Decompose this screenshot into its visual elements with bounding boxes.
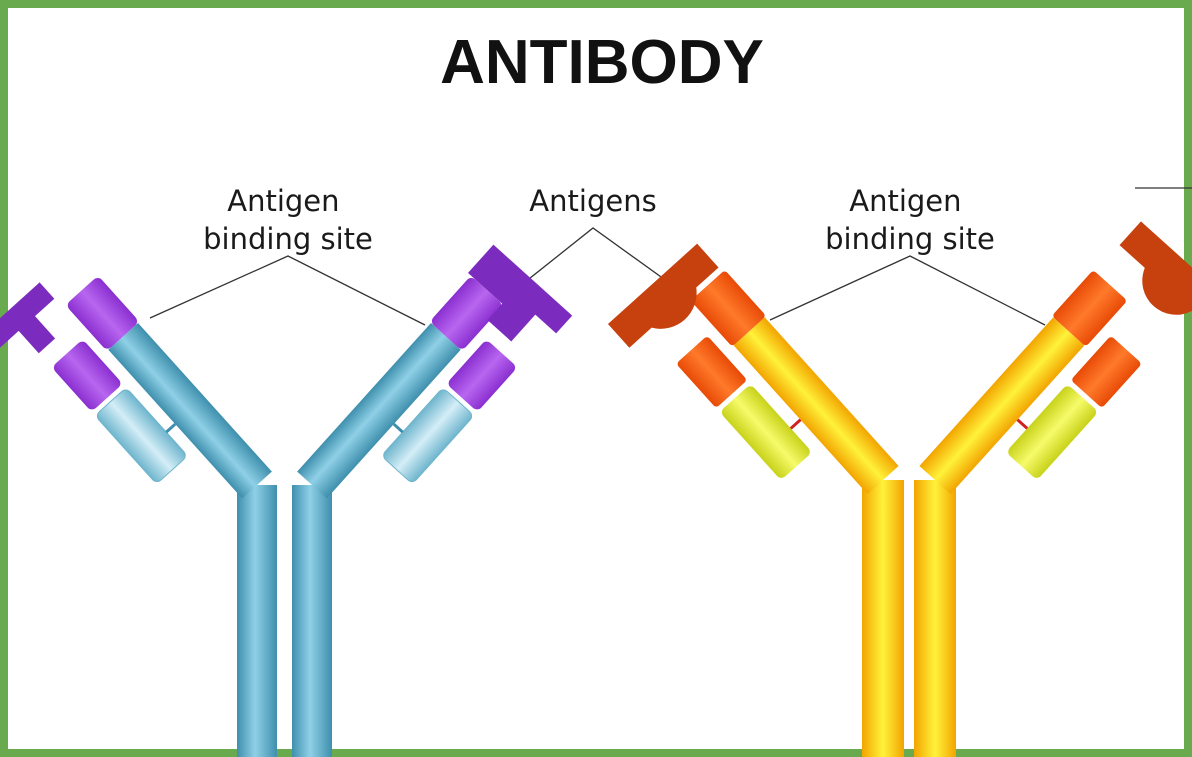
yellow-left-arm [608,242,900,547]
blue-heavy-chain-stem-left [237,485,277,757]
blue-heavy-chain-stem-right [292,485,332,757]
yellow-right-arm [918,219,1192,547]
leader-left-binding-site [150,256,425,325]
blue-right-arm [293,245,573,539]
yellow-heavy-chain-stem-right [914,480,956,757]
label-left-binding-site-line1: Antigen [227,184,339,218]
label-right-binding-site: Antigen binding site [825,184,995,256]
yellow-antibody [608,219,1192,757]
label-left-binding-site-line2: binding site [203,222,373,256]
leader-right-binding-site [770,256,1045,325]
diagram-title: ANTIBODY [440,28,764,97]
yellow-heavy-chain-stem-left [862,480,904,757]
label-right-binding-site-line2: binding site [825,222,995,256]
label-left-binding-site: Antigen binding site [203,184,373,256]
label-right-binding-site-line1: Antigen [849,184,961,218]
blue-antibody [0,245,572,757]
brown-antigen-right [1104,221,1192,342]
blue-left-arm [0,250,273,552]
label-antigens: Antigens [529,184,656,218]
